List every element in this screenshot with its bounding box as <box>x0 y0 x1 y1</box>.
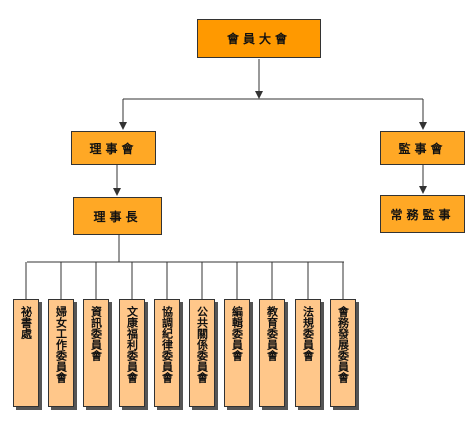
committee-label: 公共關係委員會 <box>195 306 209 383</box>
standing-supervisor-label: 常務監事 <box>390 207 455 222</box>
committee-label: 教育委員會 <box>265 306 279 361</box>
supervisors-label: 監事會 <box>398 141 447 156</box>
general-assembly-box: 會員大會 <box>197 19 321 58</box>
general-assembly-label: 會員大會 <box>226 32 291 46</box>
committee-label: 婦女工作委員會 <box>54 306 68 383</box>
committee-label: 祕書處 <box>19 306 33 339</box>
board-label: 理事會 <box>89 141 138 156</box>
committee-label: 協調紀律委員會 <box>160 306 174 383</box>
committee-box: 教育委員會 <box>259 299 285 407</box>
committee-box: 會務發展委員會 <box>330 299 356 407</box>
committee-box: 法規委員會 <box>295 299 321 407</box>
committee-label: 編輯委員會 <box>230 306 244 361</box>
committee-label: 資訊委員會 <box>89 306 103 361</box>
committee-box: 協調紀律委員會 <box>154 299 180 407</box>
committee-box: 婦女工作委員會 <box>48 299 74 407</box>
supervisors-box: 監事會 <box>380 131 465 165</box>
committee-box: 文康福利委員會 <box>119 299 145 407</box>
committee-box: 祕書處 <box>13 299 39 407</box>
committee-label: 文康福利委員會 <box>125 306 139 383</box>
committee-box: 資訊委員會 <box>83 299 109 407</box>
committee-label: 會務發展委員會 <box>336 306 350 383</box>
committee-label: 法規委員會 <box>301 306 315 361</box>
committee-box: 公共關係委員會 <box>189 299 215 407</box>
committee-box: 編輯委員會 <box>224 299 250 407</box>
committee-drop-lines <box>25 262 344 299</box>
chairman-label: 理事長 <box>93 209 142 224</box>
board-box: 理事會 <box>71 131 156 165</box>
chairman-box: 理事長 <box>73 197 162 235</box>
standing-supervisor-box: 常務監事 <box>380 195 465 233</box>
